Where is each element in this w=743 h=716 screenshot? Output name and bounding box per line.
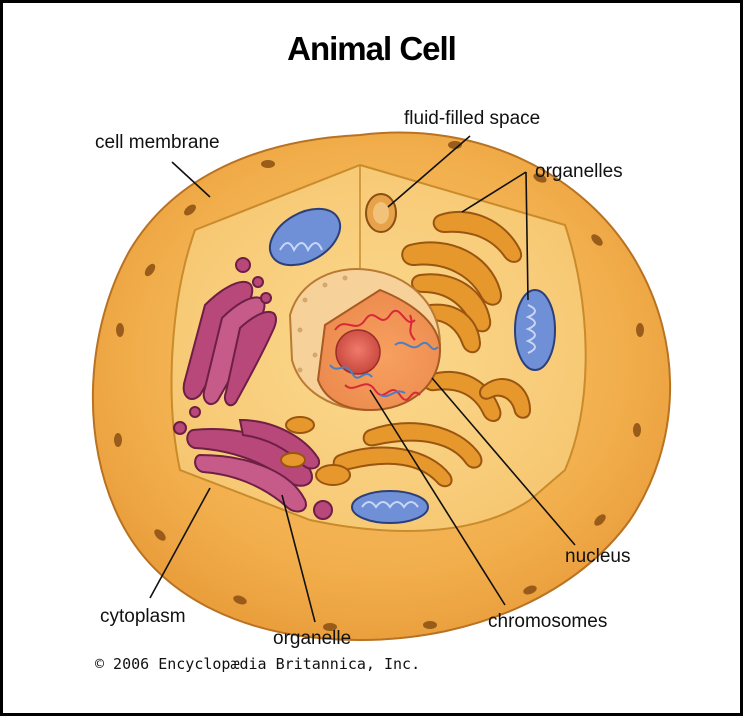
label-cell-membrane: cell membrane bbox=[95, 132, 220, 154]
label-nucleus: nucleus bbox=[565, 546, 631, 568]
vacuole bbox=[366, 194, 396, 232]
label-chromosomes: chromosomes bbox=[488, 611, 607, 633]
label-cytoplasm: cytoplasm bbox=[100, 606, 186, 628]
label-fluid-filled-space: fluid-filled space bbox=[404, 108, 540, 130]
label-organelles: organelles bbox=[535, 161, 623, 183]
copyright-notice: © 2006 Encyclopædia Britannica, Inc. bbox=[95, 655, 420, 673]
label-organelle: organelle bbox=[273, 628, 351, 650]
